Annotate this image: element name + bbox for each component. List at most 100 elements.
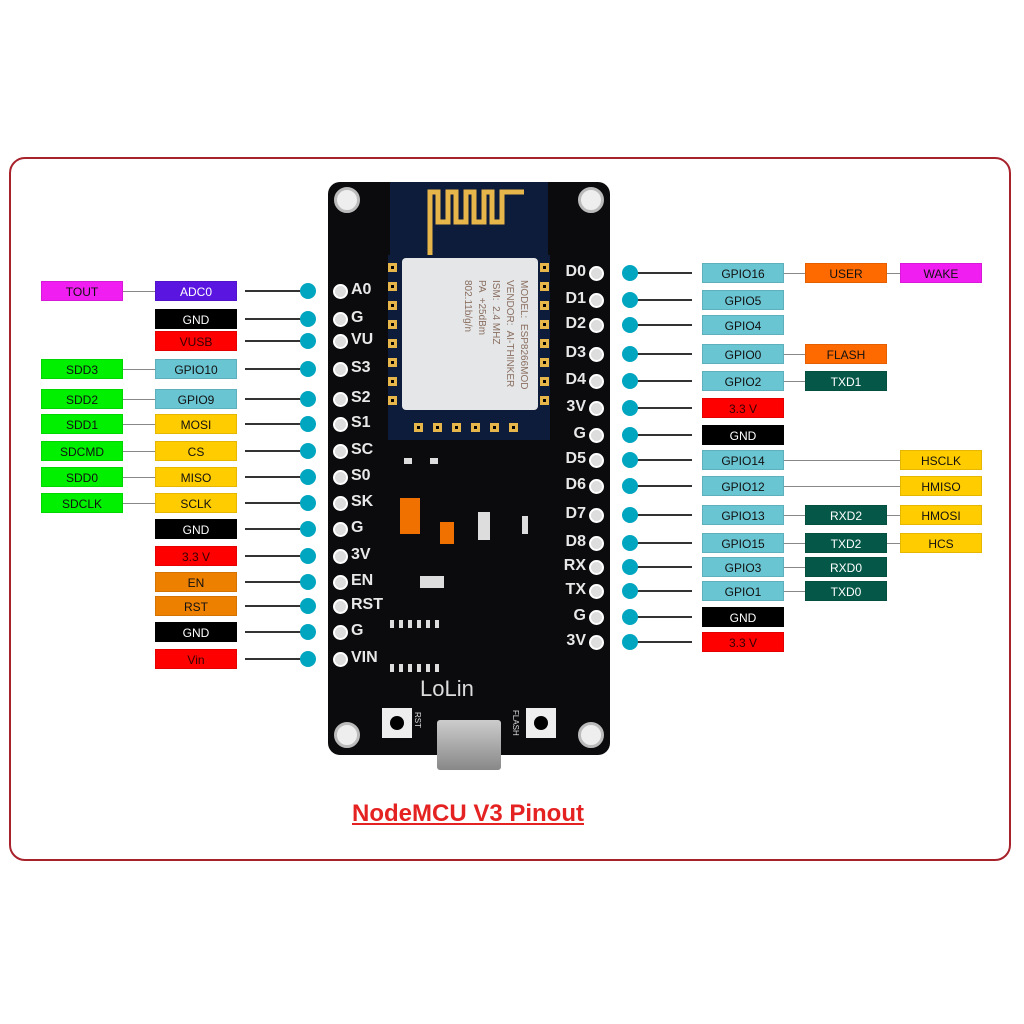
connector-line (632, 299, 692, 301)
module-pad (540, 377, 549, 386)
pin-function-label: 3.3 V (155, 546, 237, 566)
pin-hole (333, 549, 348, 564)
pin-dot (622, 400, 638, 416)
pin-alt-function-label: HCS (900, 533, 982, 553)
board-pin-label: S3 (351, 359, 371, 376)
pin-function-label: RST (155, 596, 237, 616)
smd-component (478, 512, 490, 540)
pin-hole (589, 428, 604, 443)
pin-function-label: GND (702, 425, 784, 445)
connector-line (784, 381, 805, 382)
module-pad (490, 423, 499, 432)
pin-alt-function-label: RXD0 (805, 557, 887, 577)
pin-function-label: GPIO0 (702, 344, 784, 364)
board-pin-label: D1 (565, 290, 586, 307)
connector-line (245, 528, 307, 530)
pin-alt-function-label: SDD1 (41, 414, 123, 434)
pin-function-label: GPIO4 (702, 315, 784, 335)
board-pin-label: D0 (565, 263, 586, 280)
connector-line (245, 658, 307, 660)
connector-line (123, 477, 155, 478)
pin-function-label: 3.3 V (702, 398, 784, 418)
pin-function-label: GND (155, 622, 237, 642)
mounting-hole (334, 722, 360, 748)
connector-line (245, 555, 307, 557)
connector-line (245, 476, 307, 478)
mounting-hole (578, 722, 604, 748)
connector-line (632, 514, 692, 516)
pin-dot (622, 292, 638, 308)
board-pin-label: D4 (565, 371, 586, 388)
pin-function-label: GPIO12 (702, 476, 784, 496)
pin-dot (300, 333, 316, 349)
flash-button-label: FLASH (511, 710, 520, 736)
pin-function-label: CS (155, 441, 237, 461)
board-pin-label: G (573, 607, 586, 624)
pin-alt-function-label: HSCLK (900, 450, 982, 470)
pin-hole (333, 284, 348, 299)
connector-line (245, 290, 307, 292)
connector-line (632, 272, 692, 274)
board-pin-label: D8 (565, 533, 586, 550)
pin-hole (333, 334, 348, 349)
pin-alt-function-label: FLASH (805, 344, 887, 364)
pin-dot (622, 634, 638, 650)
connector-line (123, 369, 155, 370)
pin-alt-function-label: RXD2 (805, 505, 887, 525)
connector-line (784, 543, 805, 544)
pin-alt-function-label: HMISO (900, 476, 982, 496)
module-pad (540, 358, 549, 367)
module-label: MODEL: ESP8266MOD VENDOR: AI-THINKER ISM… (462, 280, 529, 390)
rst-button[interactable] (382, 708, 412, 738)
pin-dot (622, 373, 638, 389)
board-pin-label: RST (351, 596, 383, 613)
pin-function-label: GPIO9 (155, 389, 237, 409)
pin-alt-function-label: SDD3 (41, 359, 123, 379)
smd-component (430, 458, 438, 464)
diagram-title: NodeMCU V3 Pinout (352, 800, 584, 827)
pin-function-label: SCLK (155, 493, 237, 513)
pin-function-label: Vin (155, 649, 237, 669)
pin-function-label: GPIO10 (155, 359, 237, 379)
board-pin-label: SK (351, 493, 374, 510)
connector-line (123, 424, 155, 425)
pin-hole (589, 584, 604, 599)
pin-alt-function-label: WAKE (900, 263, 982, 283)
usb-uart-chip (390, 664, 444, 672)
pin-hole (333, 652, 348, 667)
module-pad (433, 423, 442, 432)
pin-alt-function-label: TXD0 (805, 581, 887, 601)
connector-line (784, 273, 805, 274)
board-pin-label: S2 (351, 389, 371, 406)
pin-hole (333, 392, 348, 407)
smd-component (420, 576, 444, 588)
pin-function-label: 3.3 V (702, 632, 784, 652)
pin-dot (300, 311, 316, 327)
pin-alt-function-label: TXD1 (805, 371, 887, 391)
connector-line (123, 399, 155, 400)
pin-dot (622, 583, 638, 599)
pin-alt-function-label: USER (805, 263, 887, 283)
connector-line (245, 368, 307, 370)
pin-function-label: GPIO15 (702, 533, 784, 553)
pin-dot (300, 495, 316, 511)
usb-uart-chip (390, 620, 444, 628)
pin-hole (589, 293, 604, 308)
pin-dot (300, 416, 316, 432)
pin-dot (622, 346, 638, 362)
connector-line (245, 502, 307, 504)
connector-line (245, 631, 307, 633)
pin-function-label: GND (155, 519, 237, 539)
connector-line (784, 591, 805, 592)
diagram-frame (9, 157, 1011, 861)
board-pin-label: D5 (565, 450, 586, 467)
module-pad (388, 377, 397, 386)
connector-line (784, 460, 900, 461)
connector-line (632, 566, 692, 568)
pin-dot (622, 427, 638, 443)
pcb-antenna (390, 182, 548, 262)
connector-line (632, 590, 692, 592)
pin-alt-function-label: SDD2 (41, 389, 123, 409)
flash-button[interactable] (526, 708, 556, 738)
module-pad (509, 423, 518, 432)
